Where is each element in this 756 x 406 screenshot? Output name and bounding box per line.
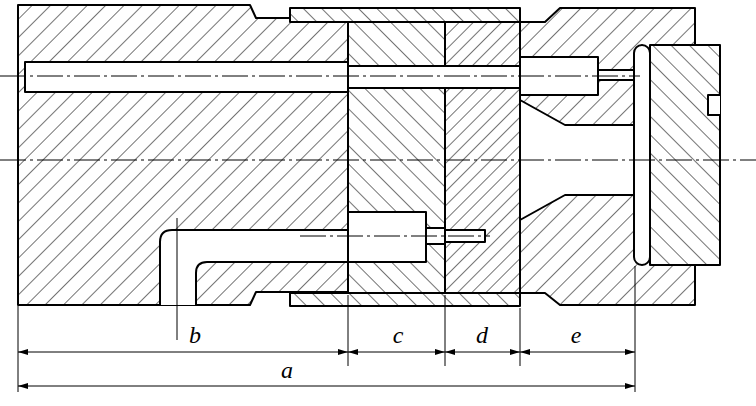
extension-line	[445, 295, 446, 366]
insert-notch	[708, 95, 720, 115]
insert-block	[650, 45, 720, 265]
center-line	[0, 160, 756, 161]
left-body	[18, 5, 348, 305]
l-channel	[160, 230, 348, 305]
extension-line	[18, 306, 19, 392]
bore-c	[348, 212, 426, 262]
extension-line	[635, 266, 636, 392]
plate-c	[348, 22, 445, 293]
pin-hole	[598, 70, 634, 80]
top-channel-plates	[348, 66, 520, 88]
extension-line	[177, 218, 178, 340]
dimension-label: d	[476, 323, 488, 347]
center-line	[0, 76, 640, 77]
dimension-label: c	[393, 323, 404, 347]
rounded-plate	[634, 45, 650, 265]
dimension-label: e	[571, 323, 582, 347]
extension-line	[348, 295, 349, 366]
sleeve-bottom	[290, 293, 520, 306]
dimension-line	[18, 386, 635, 387]
extension-line	[520, 308, 521, 366]
dimension-line	[445, 352, 520, 353]
top-channel	[25, 62, 348, 92]
center-line	[300, 236, 490, 237]
sleeve-top	[290, 8, 520, 22]
dimension-line	[520, 352, 635, 353]
dimension-line	[348, 352, 445, 353]
plate-d	[445, 22, 520, 293]
dimension-line	[18, 352, 348, 353]
dimension-label: a	[281, 358, 293, 382]
dimension-label: b	[189, 323, 201, 347]
